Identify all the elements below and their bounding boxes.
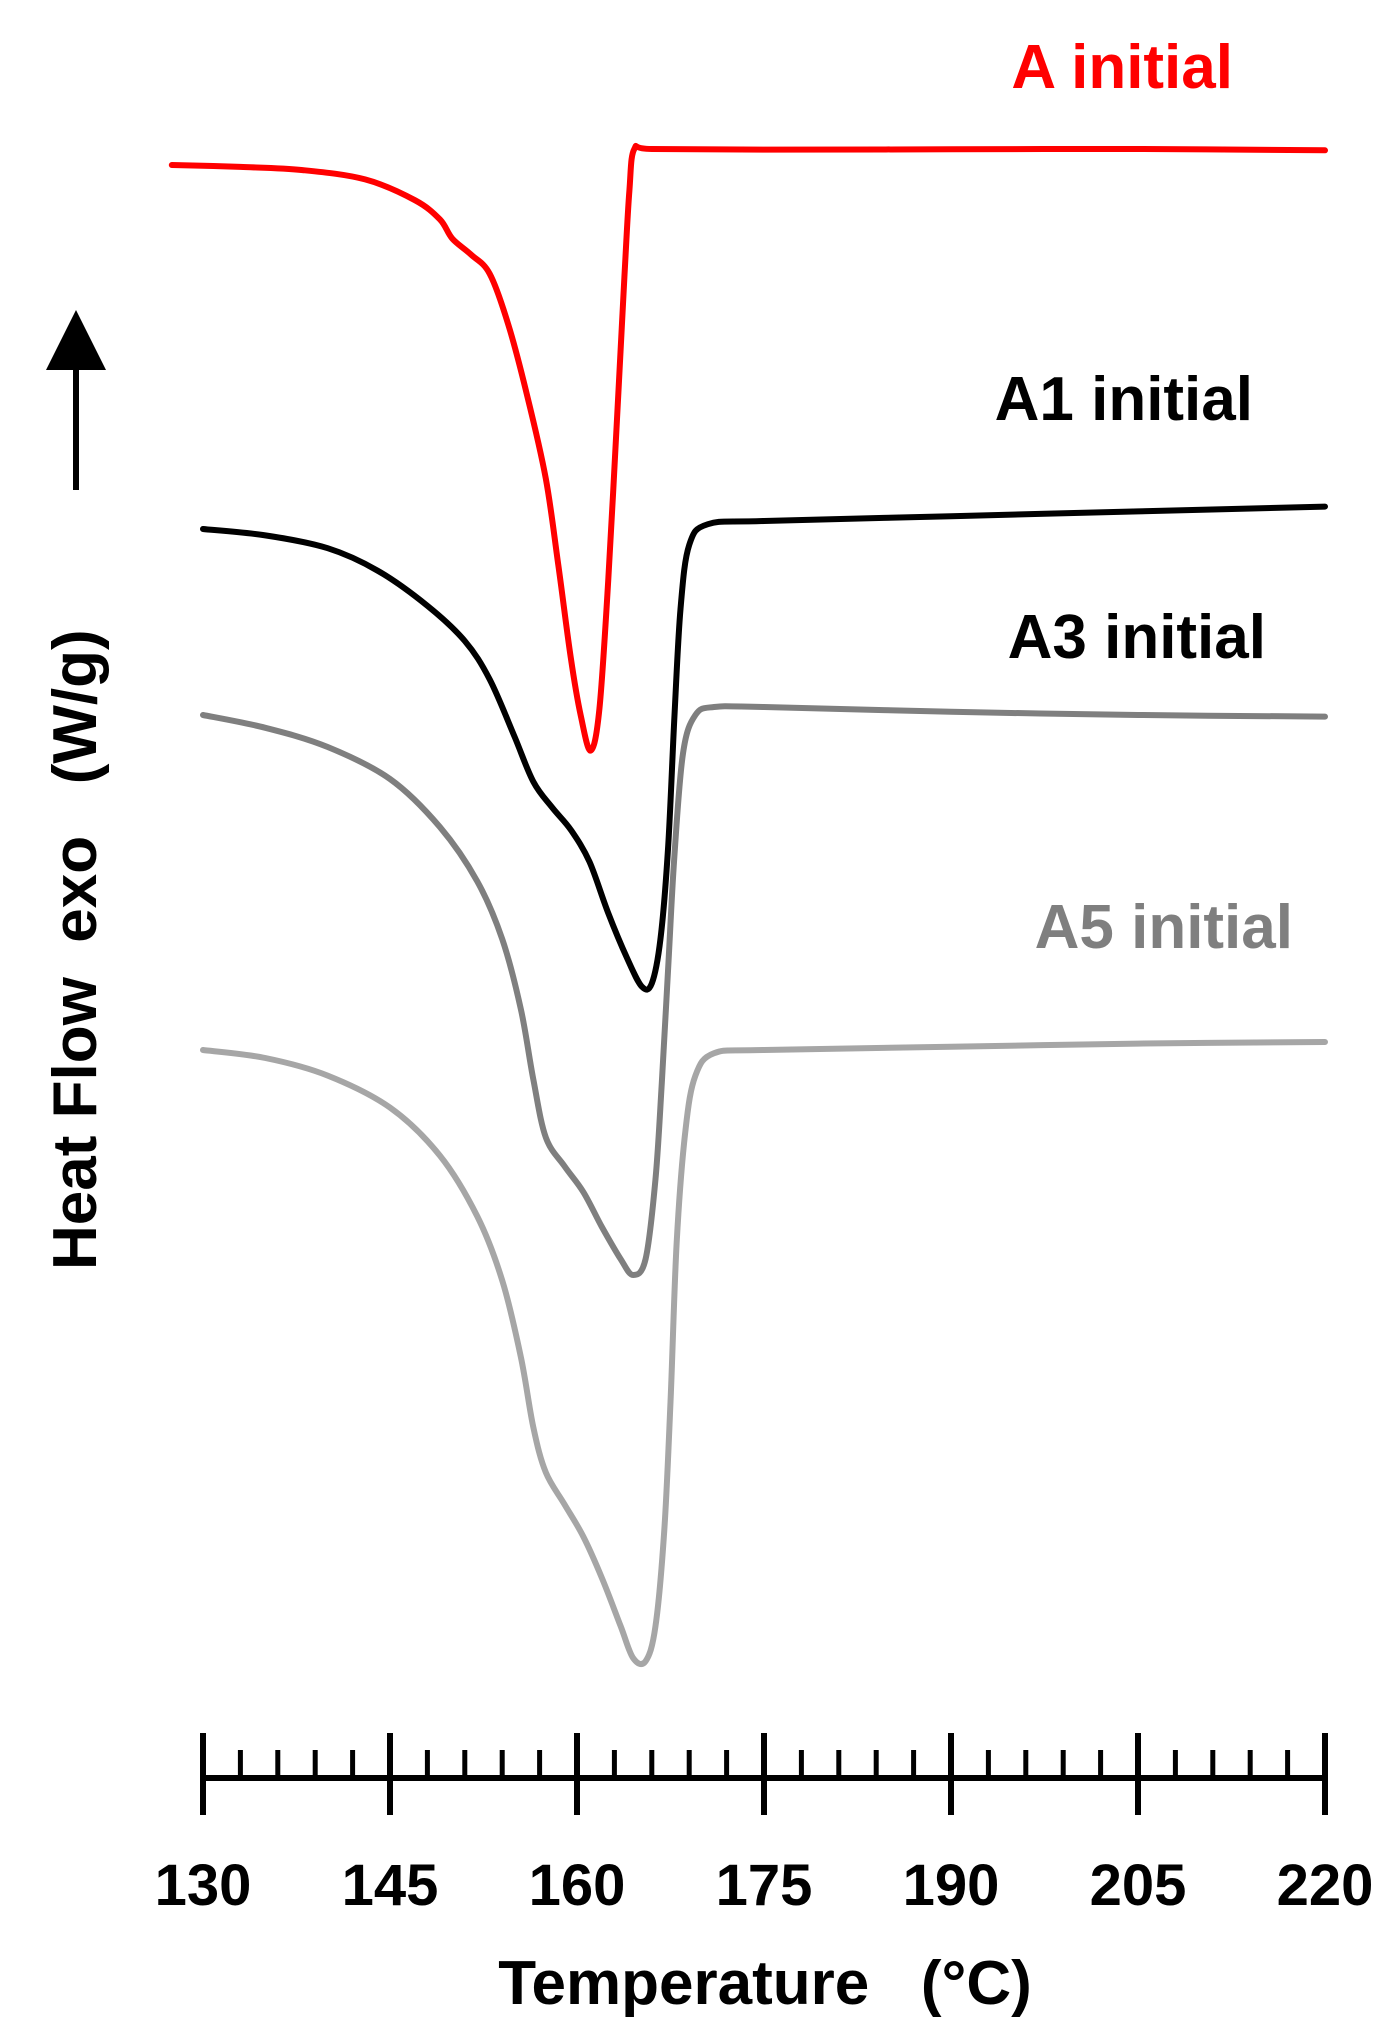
series-curves (168, 142, 1328, 1668)
series-line-a5-initial (200, 1039, 1328, 1668)
series-label-a-initial: A initial (1011, 33, 1233, 102)
series-line-a-initial (168, 142, 1328, 754)
x-tick-label-130: 130 (155, 1853, 252, 1918)
x-tick-labels: 130 145 160 175 190 205 220 (155, 1853, 1374, 1918)
series-labels: A initial A1 initial A3 initial A5 initial (995, 33, 1293, 962)
series-line-a1-initial (200, 503, 1328, 993)
x-tick-label-205: 205 (1090, 1853, 1187, 1918)
series-line-a3-initial (200, 703, 1328, 1278)
x-axis: 130 145 160 175 190 205 220 Temperature (°C) (155, 1733, 1374, 2018)
x-tick-label-175: 175 (716, 1853, 813, 1918)
y-axis-title: Heat Flow exo (W/g) (41, 629, 110, 1270)
x-tick-label-145: 145 (342, 1853, 439, 1918)
x-tick-label-190: 190 (903, 1853, 1000, 1918)
x-tick-label-160: 160 (529, 1853, 626, 1918)
x-ticks (200, 1733, 1328, 1815)
series-label-a5-initial: A5 initial (1035, 893, 1293, 962)
series-label-a3-initial: A3 initial (1008, 603, 1266, 672)
x-tick-label-220: 220 (1277, 1853, 1374, 1918)
y-axis: Heat Flow exo (W/g) (41, 310, 110, 1270)
series-label-a1-initial: A1 initial (995, 365, 1253, 434)
x-axis-title: Temperature (°C) (498, 1949, 1032, 2018)
